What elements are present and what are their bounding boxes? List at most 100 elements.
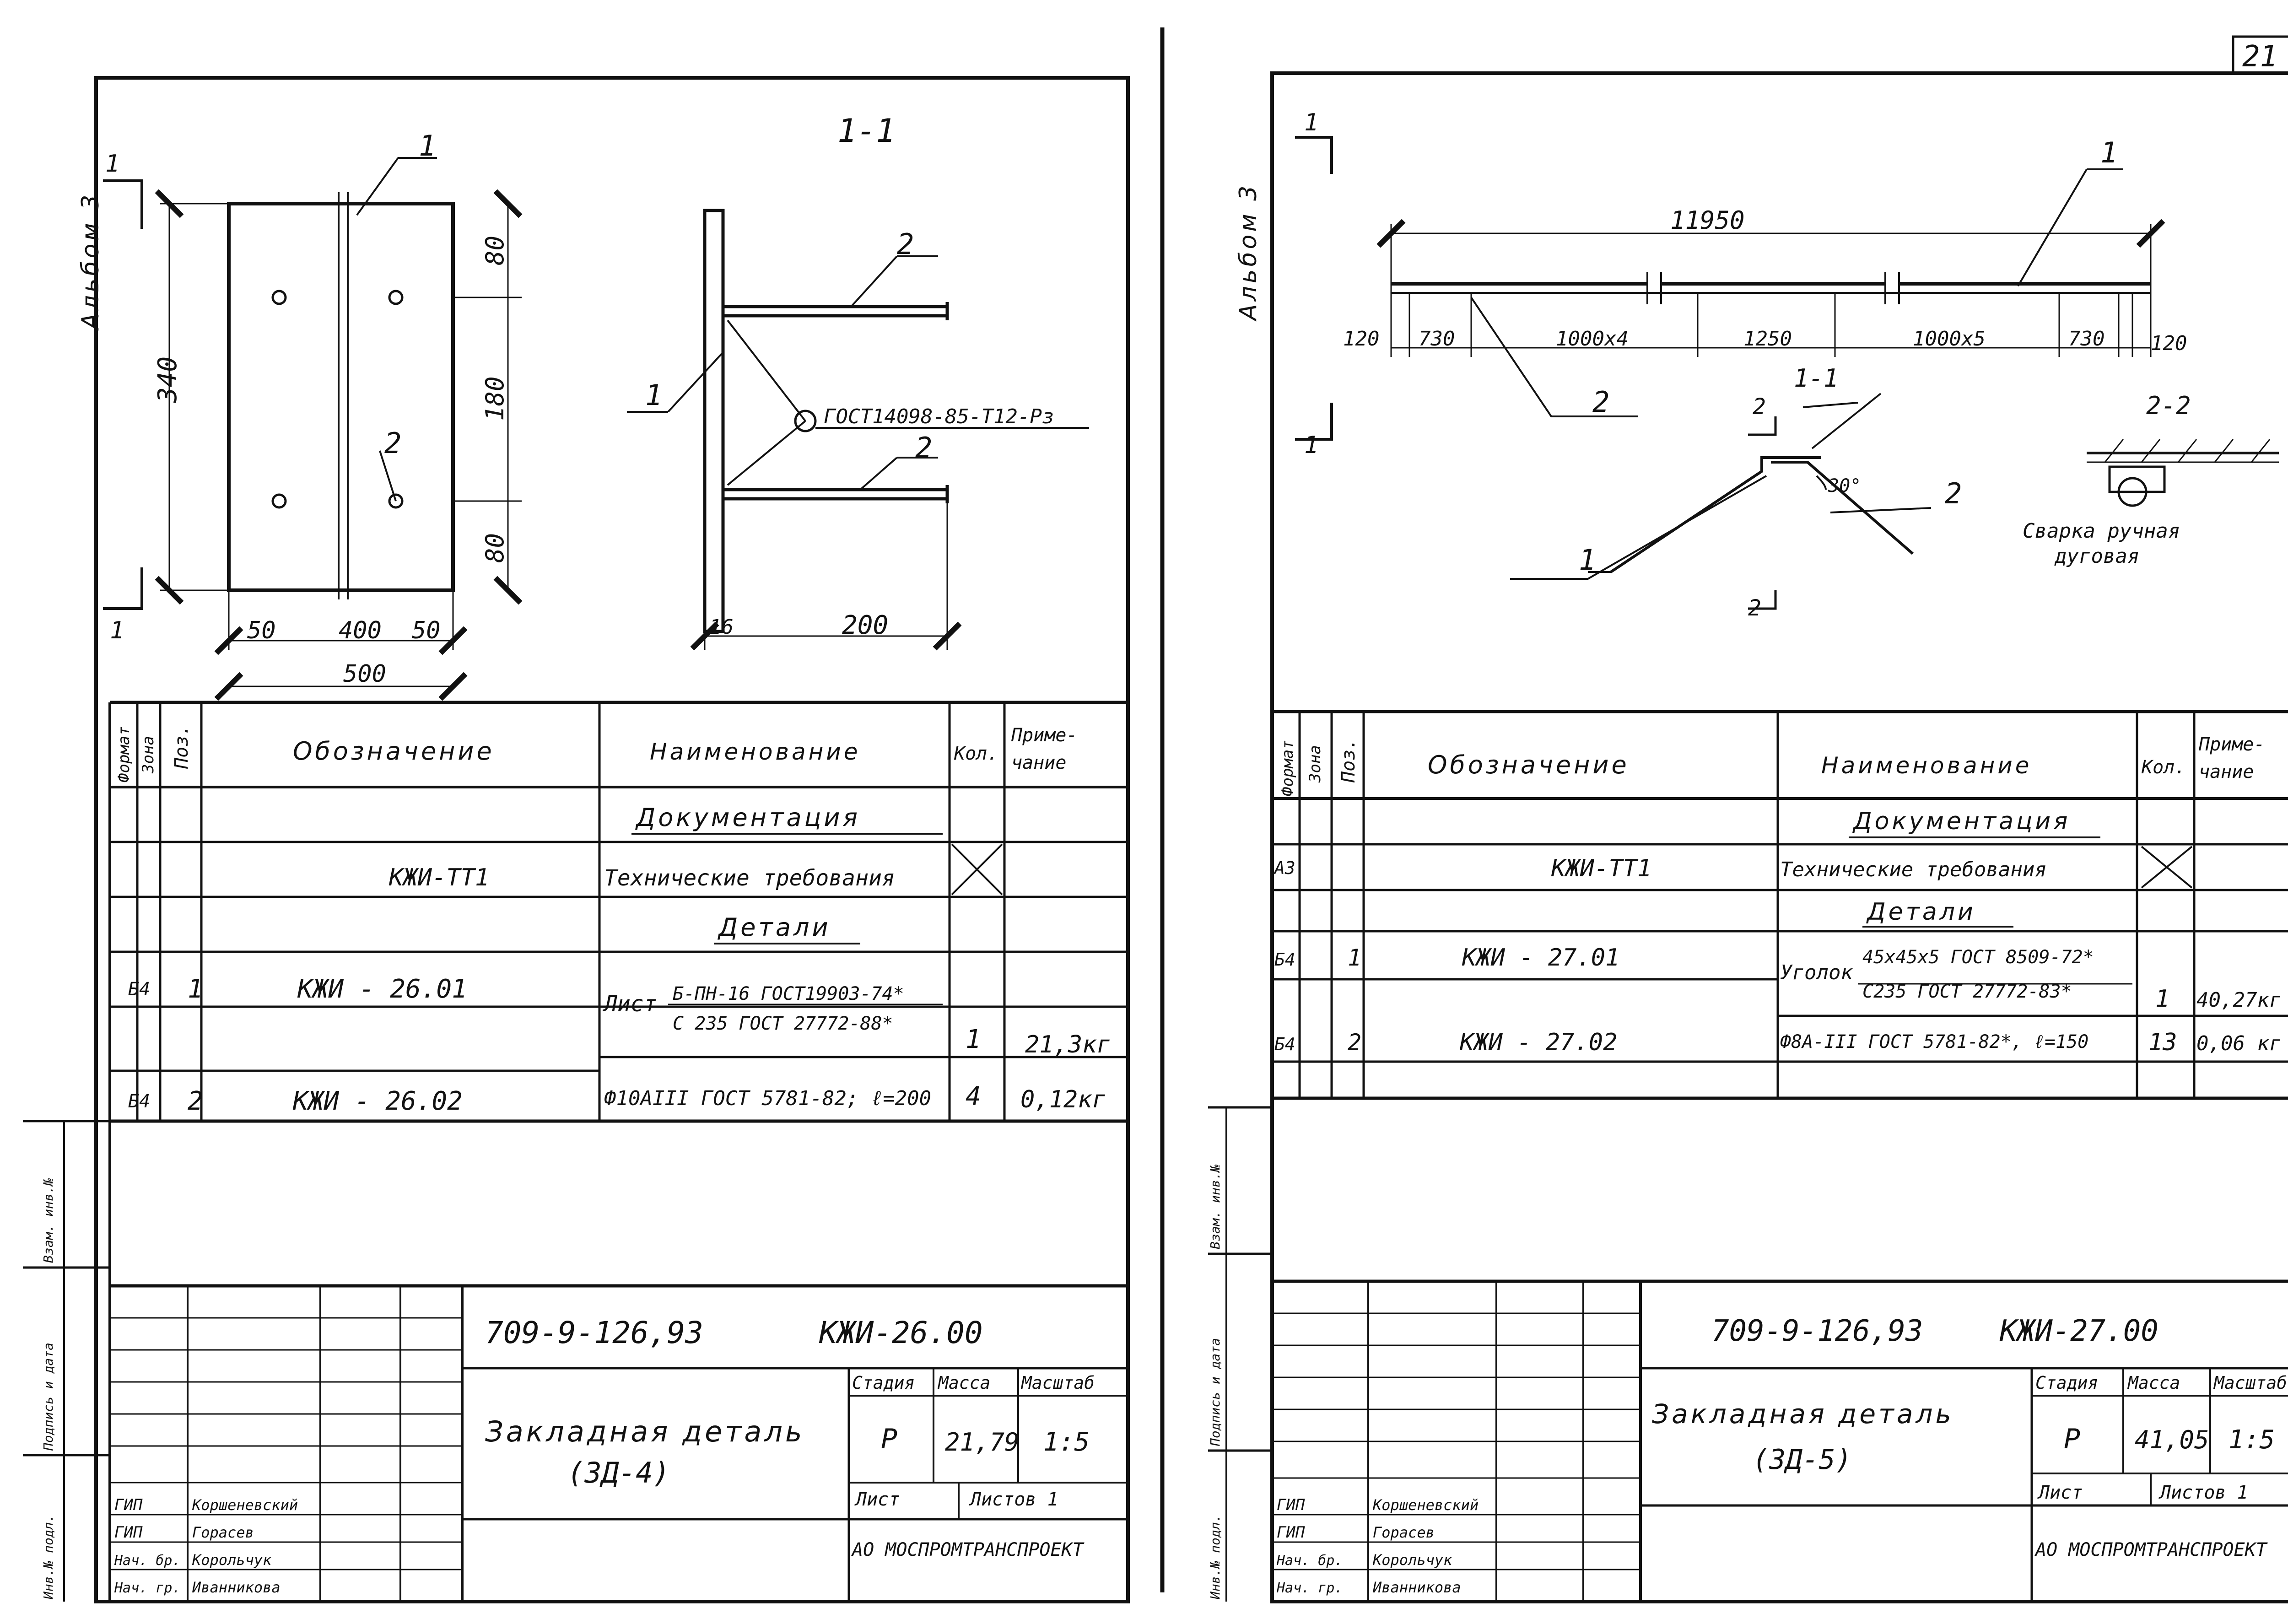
dim-80-top: 80 <box>480 236 509 265</box>
left-row2-designation: КЖИ - 26.02 <box>292 1086 463 1116</box>
left-hdr-designation: Обозначение <box>293 737 495 766</box>
span-730-left: 730 <box>1419 327 1455 351</box>
right-row1-qty: 1 <box>2155 985 2169 1013</box>
right-side-label-2: Подпись и дата <box>1208 1338 1223 1446</box>
span-730-right: 730 <box>2068 327 2105 351</box>
left-row1-name-top: Б-ПН-16 ГОСТ19903-74* <box>673 983 904 1004</box>
right-row2-name: Ф8А-III ГОСТ 5781-82*, ℓ=150 <box>1780 1031 2088 1052</box>
right-stamp-stage: Р <box>2064 1423 2080 1455</box>
left-section-details: Детали <box>718 913 831 942</box>
left-row1-qty: 1 <box>966 1025 981 1054</box>
callout-2-section-top: 2 <box>897 227 914 261</box>
right-row-tt-format: А3 <box>1274 858 1295 878</box>
left-stamp-stage-h: Стадия <box>852 1373 915 1393</box>
right-album-label: Альбом 3 <box>1235 183 1262 322</box>
dim-180: 180 <box>480 376 509 421</box>
left-album-label: Альбом 3 <box>77 192 104 331</box>
left-cut-mark-top: 1 <box>105 150 119 178</box>
right-stamp-code: 709-9-126,93 <box>1711 1314 1923 1348</box>
right-callout-1b: 1 <box>1579 543 1596 577</box>
right-row1-format: Б4 <box>1274 950 1295 970</box>
right-row1-designation: КЖИ - 27.01 <box>1462 944 1619 971</box>
dim-50-right: 50 <box>412 617 441 644</box>
left-weld-code: ГОСТ14098-85-Т12-Рз <box>824 405 1054 428</box>
left-name-4: Иванникова <box>192 1579 281 1596</box>
right-role-2: ГИП <box>1277 1523 1305 1542</box>
right-beam-view <box>1295 136 2165 441</box>
page-number-box <box>2232 35 2288 75</box>
right-callout-2b: 2 <box>1945 477 1962 510</box>
left-cut-mark-bottom: 1 <box>110 617 124 644</box>
right-section-2-2 <box>2087 439 2279 507</box>
dim-200: 200 <box>842 610 888 640</box>
right-weld-note-1: Сварка ручная <box>2023 519 2180 543</box>
left-row1-format: Б4 <box>128 979 150 1000</box>
left-name-2: Горасев <box>192 1524 254 1541</box>
right-spec-table-grid <box>1272 710 2288 1100</box>
left-stamp-scale-h: Масштаб <box>1020 1373 1095 1393</box>
right-row2-pos: 2 <box>1348 1029 1361 1056</box>
left-row2-format: Б4 <box>128 1091 150 1112</box>
dim-500: 500 <box>343 660 386 688</box>
right-name-3: Корольчук <box>1372 1551 1452 1569</box>
left-hdr-name: Наименование <box>650 739 861 765</box>
left-section-view <box>627 209 1089 651</box>
callout-1-section: 1 <box>645 378 662 412</box>
right-cut-mark-bottom: 1 <box>1304 432 1318 459</box>
span-120-left: 120 <box>1343 327 1379 351</box>
left-spec-table-grid <box>108 701 1128 1602</box>
left-row2-note: 0,12кг <box>1020 1086 1106 1113</box>
right-side-label-3: Инв.№ подл. <box>1208 1515 1223 1600</box>
left-role-2: ГИП <box>114 1523 143 1542</box>
right-row1-note: 40,27кг <box>2196 988 2281 1012</box>
left-hdr-format: Формат <box>115 726 133 782</box>
left-hdr-zone: Зона <box>139 736 157 774</box>
right-stamp-org: АО МОСПРОМТРАНСПРОЕКТ <box>2034 1539 2268 1560</box>
right-stamp-mass: 41,05 <box>2135 1425 2209 1454</box>
span-1000x5: 1000х5 <box>1913 327 1986 351</box>
right-stamp-stage-h: Стадия <box>2035 1373 2098 1393</box>
left-row2-qty: 4 <box>966 1082 981 1111</box>
callout-1-plan: 1 <box>419 129 436 162</box>
right-hdr-designation: Обозначение <box>1428 750 1630 779</box>
left-hdr-pos: Поз. <box>171 725 192 769</box>
right-hdr-qty: Кол. <box>2141 757 2185 778</box>
dim-400: 400 <box>339 617 382 644</box>
dim-16: 16 <box>709 615 734 639</box>
right-stamp-scale: 1:5 <box>2229 1425 2275 1455</box>
left-side-label-2: Подпись и дата <box>41 1343 56 1451</box>
right-name-1: Коршеневский <box>1372 1496 1479 1514</box>
right-row2-note: 0,06 кг <box>2196 1032 2281 1055</box>
left-role-1: ГИП <box>114 1496 143 1514</box>
right-callout-2: 2 <box>1592 385 1609 419</box>
right-row1-name-top: 45х45х5 ГОСТ 8509-72* <box>1862 947 2094 968</box>
left-name-1: Коршеневский <box>192 1496 298 1514</box>
right-row2-designation: КЖИ - 27.02 <box>1459 1029 1617 1056</box>
right-row1-pos: 1 <box>1348 944 1361 971</box>
left-role-3: Нач. бр. <box>114 1553 181 1569</box>
callout-2-section-bottom: 2 <box>915 431 932 464</box>
left-stamp-scale: 1:5 <box>1043 1427 1090 1457</box>
right-stamp-sheet: Лист <box>2037 1482 2083 1503</box>
right-section-1-1 <box>1510 393 1932 610</box>
left-side-label-3: Инв.№ подл. <box>41 1515 56 1600</box>
right-role-3: Нач. бр. <box>1276 1553 1343 1569</box>
left-role-4: Нач. гр. <box>114 1580 181 1596</box>
right-hdr-pos: Поз. <box>1338 739 1359 783</box>
left-stamp-mass-h: Масса <box>937 1373 990 1393</box>
span-120-right: 120 <box>2151 332 2187 355</box>
right-hdr-format: Формат <box>1279 740 1297 796</box>
left-hdr-note: Приме- <box>1011 725 1078 746</box>
dim-50-left: 50 <box>247 617 276 644</box>
right-stamp-doc: КЖИ-27.00 <box>1999 1314 2158 1348</box>
left-row2-pos: 2 <box>188 1086 203 1116</box>
right-hdr-note: Приме- <box>2198 734 2265 755</box>
left-stamp-org: АО МОСПРОМТРАНСПРОЕКТ <box>851 1539 1085 1560</box>
left-section-title: 1-1 <box>837 112 895 150</box>
right-name-4: Иванникова <box>1372 1579 1461 1596</box>
left-stamp-sheets: Листов 1 <box>969 1489 1058 1510</box>
right-role-4: Нач. гр. <box>1276 1580 1343 1596</box>
right-row2-format: Б4 <box>1274 1034 1295 1054</box>
right-stamp-scale-h: Масштаб <box>2213 1373 2287 1393</box>
left-stamp-mass: 21,79 <box>945 1428 1020 1457</box>
